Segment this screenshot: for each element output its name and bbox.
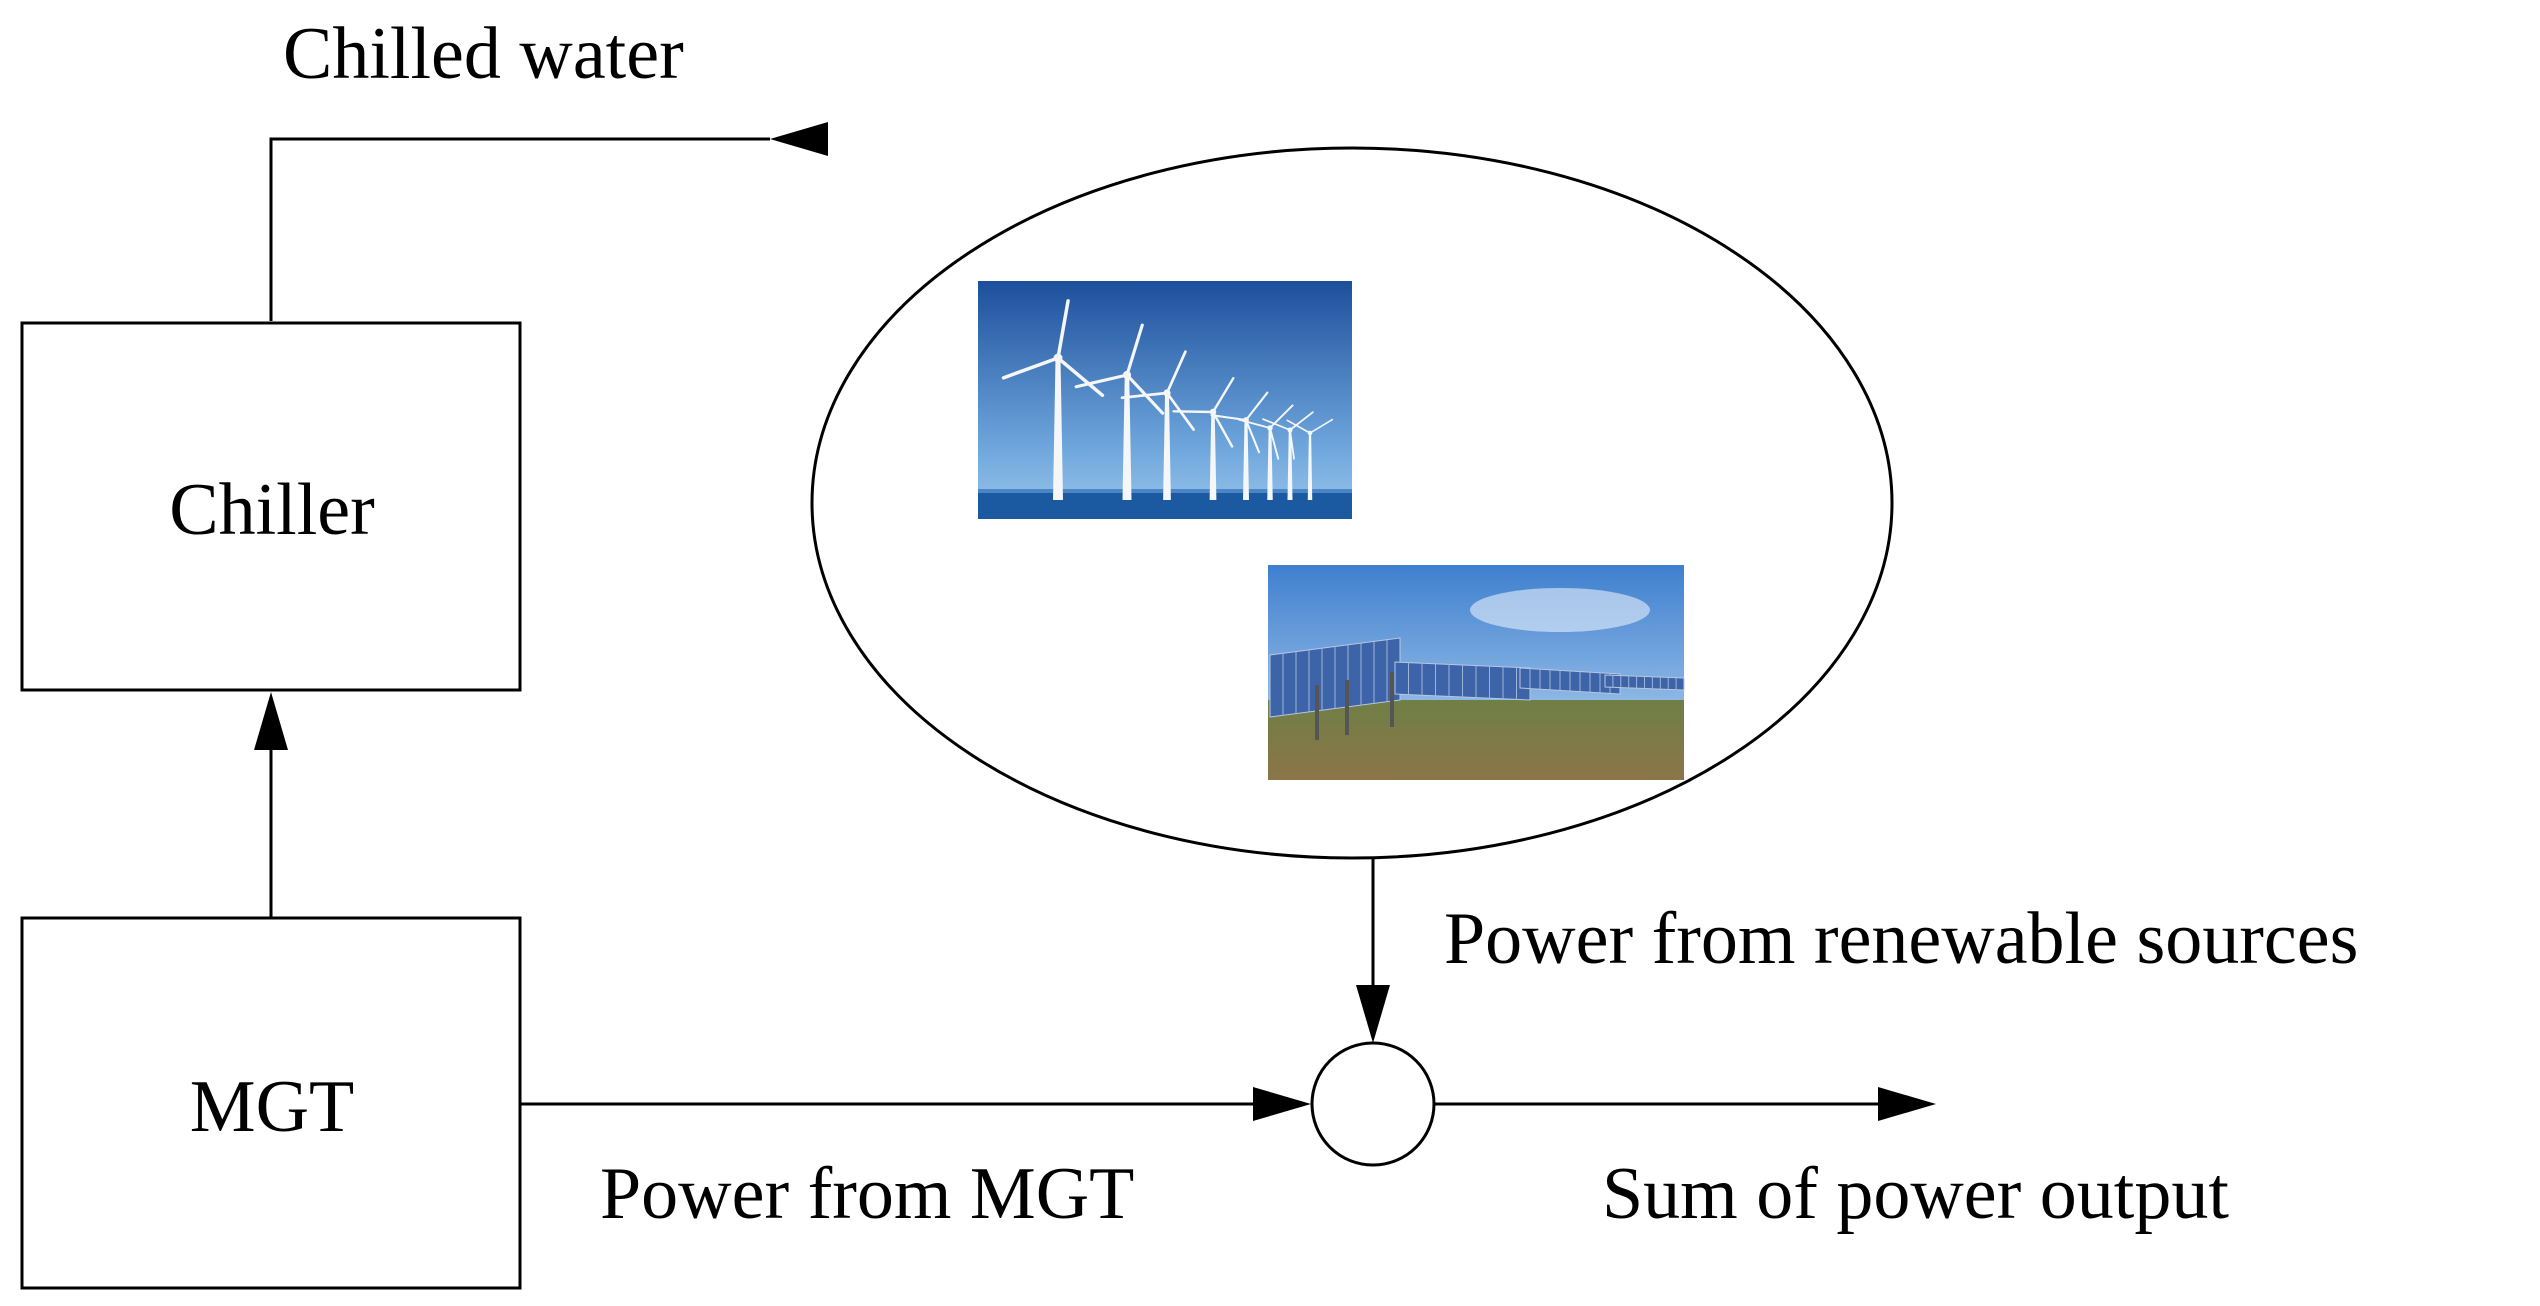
sum-output-arrowhead (1878, 1087, 1936, 1121)
power-from-mgt-arrowhead (1253, 1087, 1311, 1121)
solar-panel-rows (1269, 637, 1685, 740)
panel-support-post (1315, 685, 1319, 740)
chiller-label: Chiller (169, 469, 375, 551)
power-from-renewables-label: Power from renewable sources (1444, 898, 2358, 980)
wind-turbine-icon (1074, 323, 1165, 500)
chilled-water-arrow (269, 137, 770, 321)
wind-turbine-icon (1262, 411, 1314, 500)
wind-turbines-photo (978, 281, 1352, 519)
mgt-box (20, 916, 522, 1290)
panel-support-post (1390, 672, 1394, 727)
panel-support-post (1345, 680, 1349, 735)
chilled-water-arrowhead (770, 122, 828, 156)
summing-junction (1310, 1041, 1436, 1167)
chilled-water-label: Chilled water (283, 13, 684, 95)
renewables-to-junction-arrowhead (1356, 985, 1390, 1043)
wind-turbine-icon (1238, 404, 1294, 500)
wind-turbines (1001, 299, 1334, 500)
sum-of-power-output-label: Sum of power output (1602, 1153, 2229, 1235)
power-from-mgt-label: Power from MGT (600, 1153, 1134, 1235)
solar-panels-photo (1268, 565, 1685, 780)
wind-turbine-icon (1172, 377, 1235, 500)
wind-turbine-icon (1120, 350, 1195, 500)
wind-turbine-icon (1001, 299, 1105, 500)
mgt-label: MGT (190, 1066, 354, 1148)
mgt-to-chiller-arrowhead (254, 692, 288, 750)
chiller-box (20, 321, 522, 692)
wind-turbine-icon (1286, 418, 1334, 500)
